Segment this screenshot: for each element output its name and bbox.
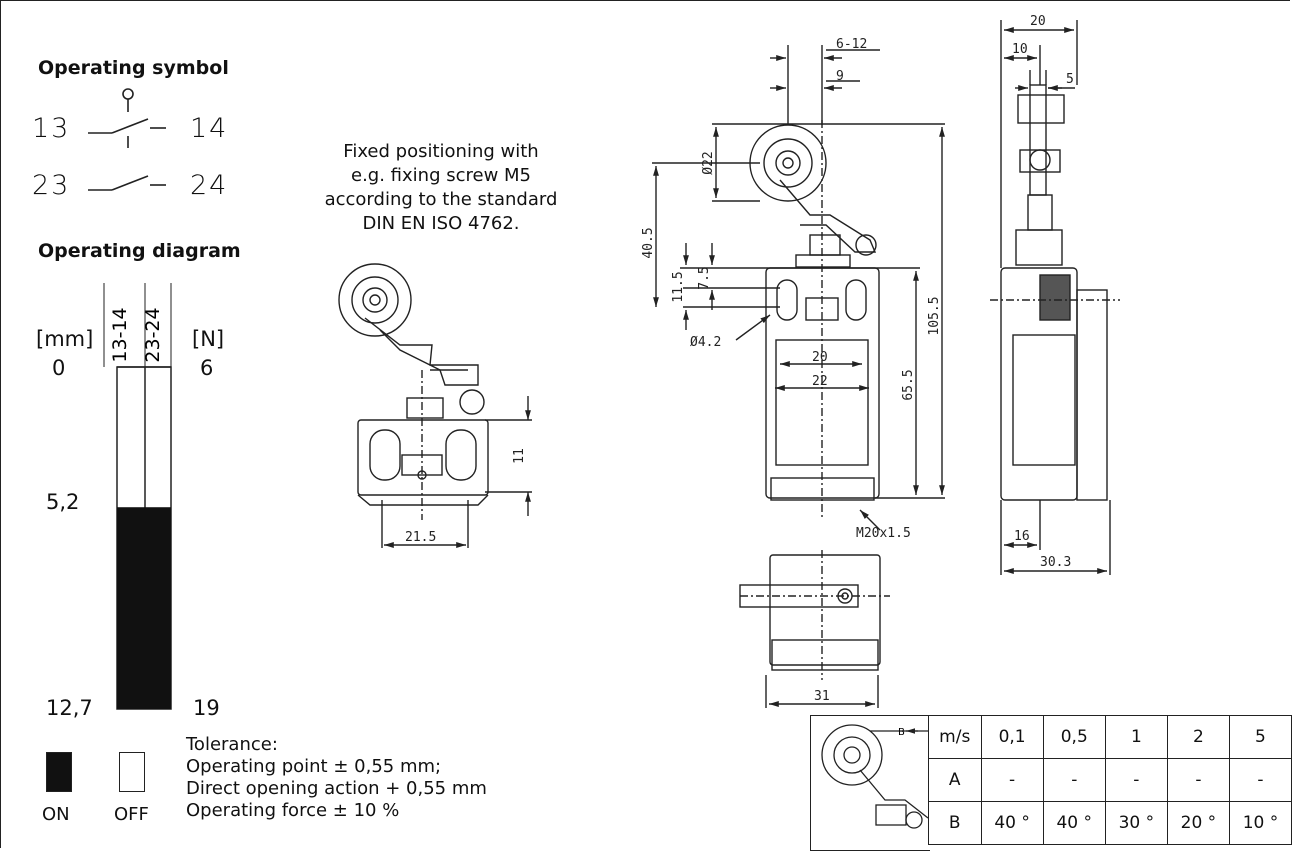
speed-table-sketch	[821, 724, 929, 829]
dim-m20: M20x1.5	[856, 526, 911, 541]
dim-6-12: 6-12	[836, 37, 867, 52]
table-cell: 40 °	[1042, 801, 1106, 845]
tolerance-text: Tolerance: Operating point ± 0,55 mm; Di…	[186, 734, 487, 822]
dim-105-5: 105.5	[927, 296, 942, 335]
operating-symbol-title: Operating symbol	[38, 57, 229, 79]
side-dim-20: 20	[1030, 14, 1046, 29]
contact-23-label: 23	[32, 170, 71, 201]
table-cell: -	[980, 758, 1044, 802]
dim-65-5: 65.5	[901, 369, 916, 400]
closed-region	[117, 507, 171, 709]
operating-diagram-bars: 13-14 23-24	[103, 283, 172, 710]
note-line-3: according to the standard	[324, 189, 558, 210]
right-side-view	[990, 20, 1120, 575]
column-13-14: 13-14	[109, 307, 131, 362]
table-cell: 20 °	[1166, 801, 1230, 845]
table-row-header: m/s 0,1 0,5 1 2 5	[928, 715, 1292, 759]
legend-off-swatch	[119, 752, 145, 792]
contact-13-label: 13	[32, 113, 71, 144]
column-23-24: 23-24	[142, 307, 164, 362]
b-marker: B	[898, 727, 905, 738]
table-cell: A	[928, 758, 982, 802]
switch-point: 5,2	[46, 490, 80, 514]
table-cell: 40 °	[980, 801, 1044, 845]
dim-20: 20	[812, 350, 828, 365]
table-cell: -	[1166, 758, 1230, 802]
table-cell: 2	[1166, 715, 1230, 759]
legend-on-swatch	[46, 752, 72, 792]
travel-end: 12,7	[46, 696, 93, 720]
dim-9: 9	[836, 69, 844, 84]
dim-11: 11	[512, 448, 527, 464]
table-cell: 1	[1104, 715, 1168, 759]
force-start: 6	[200, 356, 214, 380]
tolerance-line-4: Operating force ± 10 %	[186, 800, 400, 821]
table-cell: 0,1	[980, 715, 1044, 759]
side-dim-5: 5	[1066, 72, 1074, 87]
tolerance-line-2: Operating point ± 0,55 mm;	[186, 756, 442, 777]
legend-on-label: ON	[42, 804, 70, 825]
note-line-2: e.g. fixing screw M5	[351, 165, 531, 186]
contact-symbol	[88, 88, 166, 191]
side-dim-30-3: 30.3	[1040, 555, 1071, 570]
table-cell: -	[1104, 758, 1168, 802]
side-dim-10: 10	[1012, 42, 1028, 57]
dim-31: 31	[814, 689, 830, 704]
actuator-circle	[122, 88, 134, 100]
fixing-note: Fixed positioning with e.g. fixing screw…	[296, 140, 586, 236]
front-view	[652, 45, 945, 531]
contact-24-label: 24	[190, 170, 229, 201]
table-cell: B	[928, 801, 982, 845]
table-cell: 5	[1228, 715, 1292, 759]
dim-11-5: 11.5	[671, 271, 686, 302]
table-cell: 10 °	[1228, 801, 1292, 845]
table-cell: -	[1228, 758, 1292, 802]
side-dim-16: 16	[1014, 529, 1030, 544]
travel-start: 0	[52, 356, 66, 380]
top-view	[739, 550, 890, 708]
side-view-actuator	[338, 263, 532, 548]
table-cell: 30 °	[1104, 801, 1168, 845]
table-row-b: B 40 ° 40 ° 30 ° 20 ° 10 °	[928, 801, 1292, 845]
dim-40-5: 40.5	[641, 227, 656, 258]
dim-dia4-2: Ø4.2	[690, 335, 721, 350]
operating-diagram-title: Operating diagram	[38, 240, 241, 262]
dim-7-5: 7.5	[697, 266, 712, 289]
unit-mm: [mm]	[36, 327, 94, 351]
table-cell: -	[1042, 758, 1106, 802]
table-cell: 0,5	[1042, 715, 1106, 759]
speed-table: m/s 0,1 0,5 1 2 5 A - - - - - B 40 ° 40 …	[928, 715, 1292, 845]
tolerance-line-1: Tolerance:	[186, 734, 278, 755]
legend-off-label: OFF	[114, 804, 149, 825]
table-cell: m/s	[928, 715, 982, 759]
unit-n: [N]	[192, 327, 225, 351]
note-line-4: DIN EN ISO 4762.	[362, 213, 520, 234]
tolerance-line-3: Direct opening action + 0,55 mm	[186, 778, 487, 799]
table-row-a: A - - - - -	[928, 758, 1292, 802]
force-end: 19	[193, 696, 220, 720]
dim-22: 22	[812, 374, 828, 389]
contact-14-label: 14	[190, 113, 229, 144]
speed-table-frame	[810, 715, 930, 851]
note-line-1: Fixed positioning with	[343, 141, 539, 162]
dim-21-5: 21.5	[405, 530, 436, 545]
dim-dia22: Ø22	[701, 151, 716, 174]
